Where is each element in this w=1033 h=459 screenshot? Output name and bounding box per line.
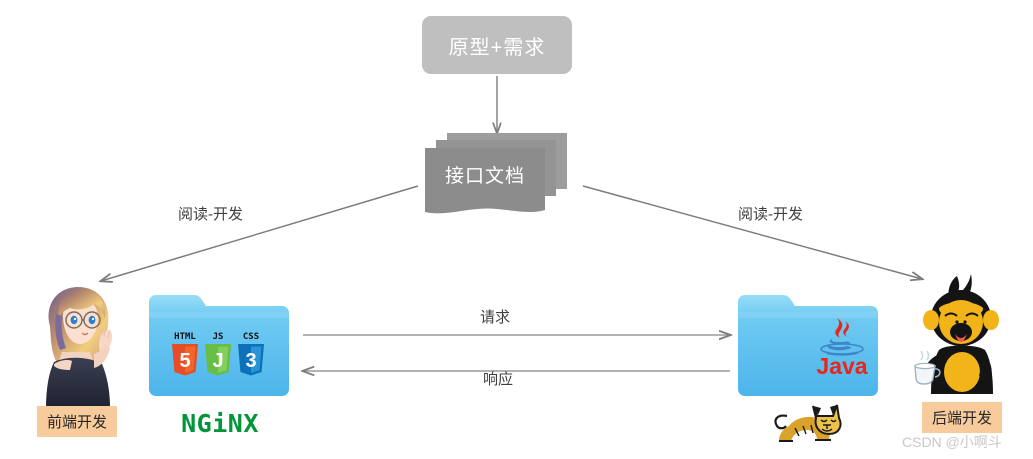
css3-badge: CSS 3: [238, 332, 264, 376]
api-document-stack: 接口文档: [425, 133, 575, 214]
frontend-avatar-illustration: [46, 287, 112, 408]
frontend-developer-node: 前端开发: [24, 278, 130, 448]
edge-label-read-dev-right: 阅读-开发: [738, 206, 803, 223]
frontend-name-tag: 前端开发: [36, 406, 118, 437]
javascript-badge: JS J: [205, 332, 231, 376]
backend-name-tag: 后端开发: [921, 402, 1003, 433]
java-badge: Java: [816, 318, 868, 379]
prototype-requirement-box: 原型+需求: [422, 16, 572, 74]
svg-text:J: J: [212, 350, 223, 372]
prototype-requirement-label: 原型+需求: [448, 36, 546, 59]
backend-avatar-illustration: [914, 274, 999, 394]
edge-label-response: 响应: [483, 371, 514, 388]
svg-text:HTML: HTML: [174, 332, 196, 342]
tomcat-logo: [774, 404, 842, 442]
csdn-watermark: CSDN @小啊斗: [902, 434, 1002, 450]
svg-text:3: 3: [245, 350, 256, 372]
backend-folder-icon: Java: [738, 295, 878, 396]
doc-sheet-front: 接口文档: [425, 148, 545, 214]
frontend-folder-icon: HTML 5 JS J CSS 3: [149, 295, 289, 396]
api-document-label: 接口文档: [444, 165, 525, 187]
edge-label-request: 请求: [480, 309, 511, 326]
svg-text:NGiNX: NGiNX: [181, 409, 259, 438]
svg-text:JS: JS: [213, 332, 224, 342]
html5-badge: HTML 5: [172, 332, 198, 376]
svg-text:5: 5: [179, 350, 190, 372]
svg-text:Java: Java: [816, 353, 867, 379]
edge-label-read-dev-left: 阅读-开发: [178, 206, 243, 223]
nginx-logo: NGiNX: [181, 409, 259, 438]
backend-developer-node: 后端开发: [903, 272, 1021, 452]
doc-wave-edge: [425, 203, 545, 214]
svg-text:CSS: CSS: [243, 332, 259, 342]
